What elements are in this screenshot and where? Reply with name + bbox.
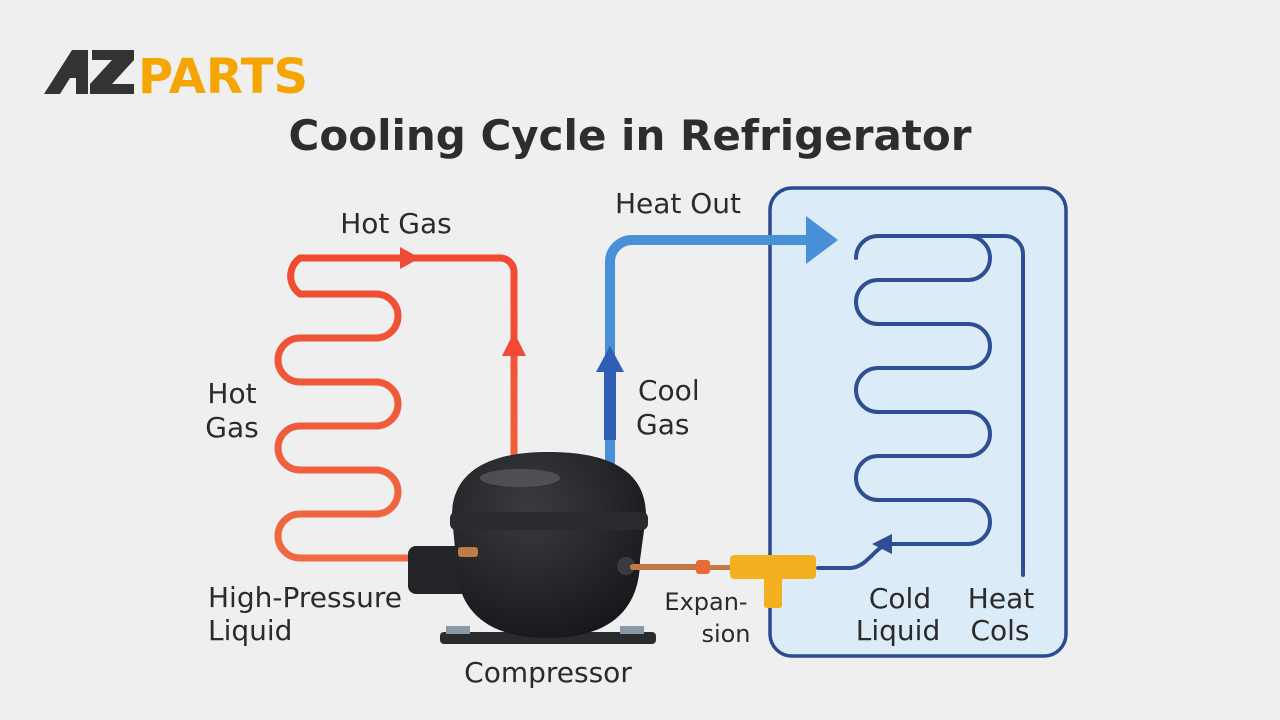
hot-gas-top-arrow [400, 247, 420, 269]
expansion-nut [696, 560, 710, 574]
condenser-coil [274, 254, 518, 562]
cool-gas-line [605, 235, 808, 470]
valve-connector [710, 565, 732, 570]
label-heat-out: Heat Out [615, 187, 741, 220]
compressor-seam [450, 512, 648, 530]
expansion-valve [730, 555, 816, 608]
label-hot-gas-side-1: Hot [207, 377, 256, 410]
copper-pipe-right [630, 564, 700, 570]
label-compressor: Compressor [464, 656, 632, 689]
copper-pipe-left [458, 547, 478, 557]
logo-a-shape [44, 50, 88, 94]
label-heat-coils-1: Heat [968, 582, 1034, 615]
label-cold-liquid-1: Cold [869, 582, 931, 615]
compressor-highlight [480, 469, 560, 487]
label-high-pressure-1: High-Pressure [208, 581, 402, 614]
refrigerator-compartment [768, 186, 1068, 658]
page-title: Cooling Cycle in Refrigerator [289, 111, 972, 160]
label-high-pressure-2: Liquid [208, 614, 292, 647]
evaporator-coil [816, 234, 1025, 577]
logo-z-shape [90, 50, 134, 94]
coil-flow-arrow [872, 534, 892, 554]
logo-suffix: PARTS [138, 49, 308, 105]
label-hot-gas-top: Hot Gas [340, 207, 452, 240]
label-hot-gas-side-2: Gas [205, 411, 258, 444]
label-expansion-2: sion [701, 620, 750, 648]
label-expansion-1: Expan- [664, 588, 747, 616]
heat-out-arrow [806, 216, 838, 264]
compressor-port-right [617, 557, 635, 575]
compressor-terminal-box [408, 546, 468, 594]
label-cool-gas-2: Gas [636, 408, 689, 441]
label-cold-liquid-2: Liquid [856, 614, 940, 647]
compressor-body [452, 452, 646, 638]
azparts-logo: PARTS [44, 49, 308, 105]
cool-gas-arrow-stem [604, 370, 616, 440]
cool-gas-up-arrow [596, 346, 624, 372]
compressor [408, 452, 656, 644]
label-cool-gas-1: Cool [638, 374, 700, 407]
hot-gas-up-arrow [502, 332, 526, 356]
label-heat-coils-2: Cols [970, 614, 1029, 647]
